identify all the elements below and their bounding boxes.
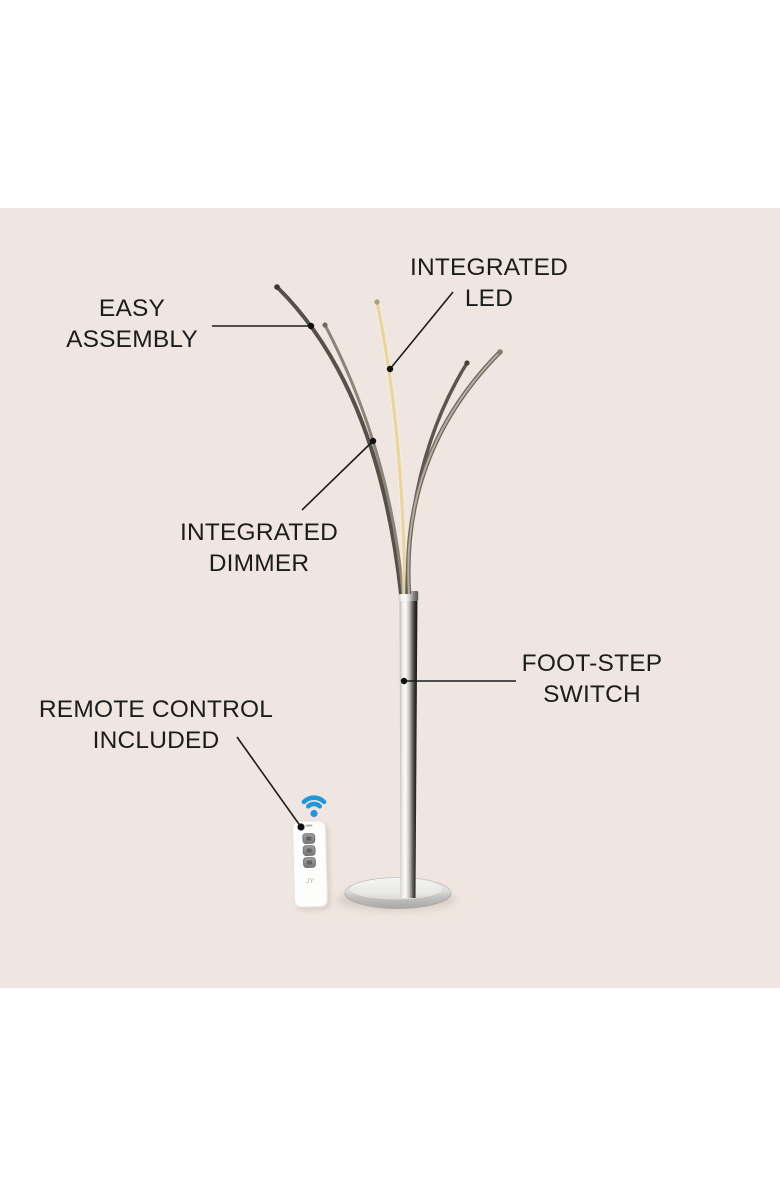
pole-shaft bbox=[399, 592, 418, 898]
callout-line-remote-control bbox=[236, 736, 302, 828]
arm-left-outer bbox=[275, 285, 403, 595]
lamp-illustration: JY bbox=[212, 284, 516, 911]
lamp-base bbox=[336, 877, 456, 911]
callout-dots bbox=[297, 322, 408, 831]
callout-label-integrated-led: INTEGRATED LED bbox=[409, 254, 569, 312]
callout-label-foot-step-switch: FOOT-STEP SWITCH bbox=[521, 650, 663, 708]
callout-label-integrated-dimmer: INTEGRATED DIMMER bbox=[179, 519, 339, 577]
callout-dot-integrated-dimmer bbox=[369, 437, 377, 445]
wifi-dot bbox=[310, 809, 318, 818]
remote-button-2-glyph bbox=[306, 848, 312, 853]
callout-label-easy-assembly: EASY ASSEMBLY bbox=[66, 295, 198, 353]
wifi-outer-arc bbox=[301, 795, 327, 805]
photo-area: JY EASY bbox=[0, 208, 780, 988]
arm-tip bbox=[464, 360, 470, 366]
callout-label-remote-control-included: REMOTE CONTROL INCLUDED bbox=[38, 696, 274, 754]
arm-center-led bbox=[375, 301, 407, 595]
remote-button-3-glyph bbox=[306, 860, 312, 865]
arm-tip bbox=[374, 299, 380, 305]
lamp-pole bbox=[344, 591, 452, 909]
callout-line-integrated-dimmer bbox=[301, 440, 374, 511]
base-front-rim bbox=[344, 892, 452, 909]
lamp-arm-tips bbox=[274, 284, 503, 366]
lamp-arms bbox=[275, 285, 502, 595]
arm-tip bbox=[322, 322, 328, 328]
remote-brand-mark: JY bbox=[305, 878, 316, 885]
arm-tip bbox=[274, 284, 280, 290]
top-white-band bbox=[0, 0, 780, 208]
arm-tip bbox=[497, 349, 503, 355]
remote-indicator bbox=[305, 824, 313, 827]
wifi-inner-arc bbox=[306, 801, 322, 809]
callout-line-integrated-led bbox=[389, 291, 454, 370]
bottom-white-band bbox=[0, 988, 780, 1196]
remote-button-1-glyph bbox=[306, 836, 312, 841]
arm-led-glow bbox=[374, 301, 408, 595]
arm-left-inner bbox=[323, 324, 405, 595]
arm-right-outer bbox=[407, 351, 501, 595]
callout-dot-foot-step-switch bbox=[400, 677, 408, 685]
remote-control: JY bbox=[292, 820, 328, 908]
callout-dot-remote-control bbox=[297, 823, 305, 831]
remote-buttons bbox=[302, 833, 316, 868]
base-highlight bbox=[350, 878, 442, 900]
callout-dot-integrated-led bbox=[386, 365, 394, 373]
callout-dot-easy-assembly bbox=[307, 322, 315, 330]
wifi-signal-icon bbox=[301, 795, 327, 818]
arm-right-inner bbox=[405, 362, 469, 595]
callout-lines bbox=[212, 291, 516, 828]
